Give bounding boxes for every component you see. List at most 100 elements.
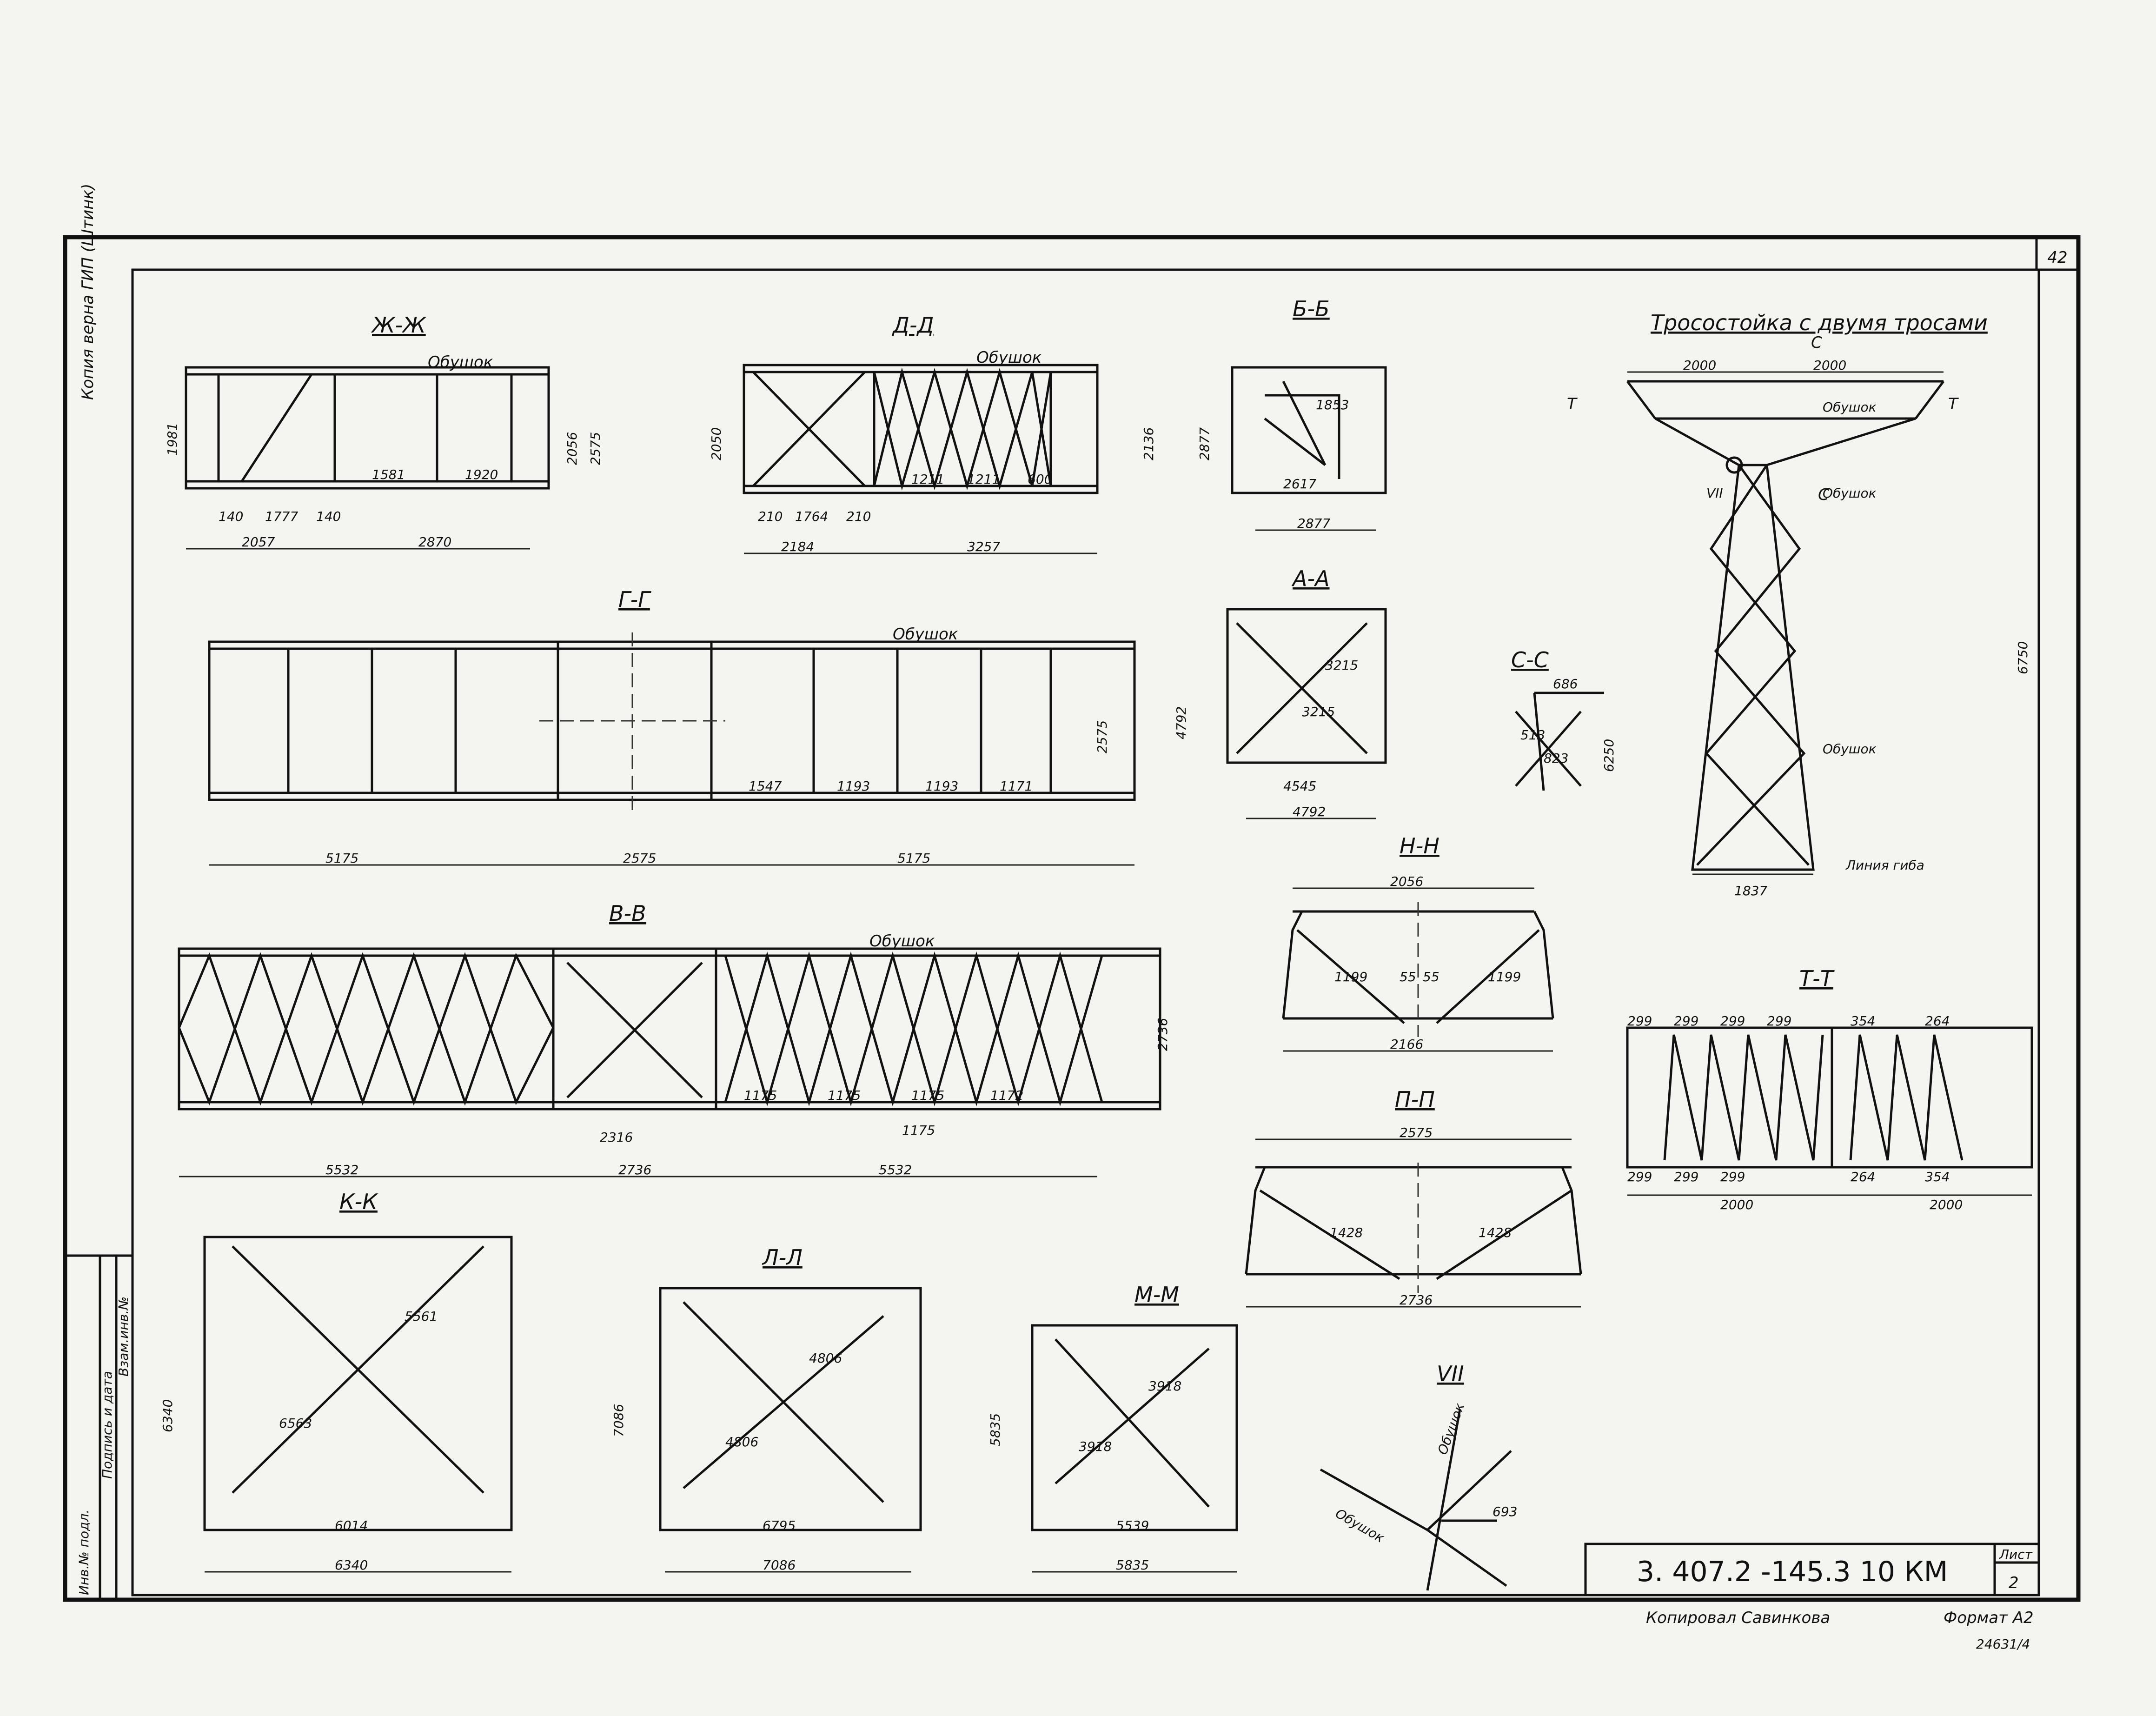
- dimension-text: 5175: [897, 851, 930, 866]
- section-title: Д-Д: [892, 313, 934, 338]
- dimension-text: 2575: [623, 851, 656, 866]
- dimension-text: 299: [1720, 1013, 1745, 1029]
- dimension-text: 5532: [879, 1162, 912, 1177]
- dimension-text: 299: [1767, 1013, 1791, 1029]
- dimension-text: 2056: [564, 432, 580, 465]
- drawing-line: [659, 1287, 922, 1531]
- dimension-text: 6750: [2015, 641, 2030, 674]
- drawing-line: [1426, 1450, 1512, 1531]
- dimension-text: 2575: [588, 432, 603, 465]
- dimension-text: Т: [1948, 395, 1959, 413]
- dimension-text: 55: [1400, 969, 1416, 984]
- dimension-text: 6563: [279, 1416, 312, 1431]
- dimension-text: 4792: [1293, 804, 1326, 819]
- dimension-text: Б-Б: [1293, 296, 1330, 321]
- dimension-text: 354: [1851, 1013, 1875, 1029]
- dimension-text: 1777: [265, 509, 298, 524]
- drawing-line: [1236, 622, 1368, 754]
- dimension-text: 1764: [795, 509, 828, 524]
- drawing-line: [1296, 929, 1405, 1024]
- dimension-text: 7086: [611, 1404, 626, 1437]
- dimension-text: 2870: [418, 534, 451, 550]
- page-number: 42: [2047, 248, 2067, 267]
- drawing-line: [240, 373, 313, 482]
- dimension-text: 1211: [911, 472, 944, 487]
- dimension-text: 299: [1627, 1013, 1652, 1029]
- dimension-text: 55: [1423, 969, 1440, 984]
- dimension-text: 5835: [988, 1413, 1003, 1446]
- label: Обушок: [428, 353, 493, 372]
- drawing-line: [1626, 1026, 2033, 1169]
- drawing-line: [1725, 456, 1743, 474]
- section-m: М-М 5835 5539 3918 3918 5835: [988, 1282, 1238, 1573]
- dimension-text: 1920: [465, 467, 498, 482]
- dimension-text: 823: [1544, 751, 1568, 766]
- dimension-text: 264: [1851, 1169, 1875, 1184]
- dimension-text: 354: [1925, 1169, 1950, 1184]
- dimension-text: 2877: [1197, 427, 1212, 460]
- dimension-text: 693: [1493, 1504, 1517, 1519]
- inventory-number: 24631/4: [1976, 1636, 2030, 1652]
- dimension-text: 1175: [911, 1088, 944, 1103]
- format-label: Формат А2: [1944, 1609, 2034, 1627]
- dimension-text: 2000: [1813, 358, 1846, 373]
- dimension-text: 1837: [1734, 883, 1767, 898]
- dimension-text: 1199: [1488, 969, 1521, 984]
- drawing-line: [683, 1315, 884, 1489]
- dimension-text: С-С: [1511, 647, 1549, 672]
- drawing-line: [208, 640, 1136, 801]
- drawing-line: [1426, 1409, 1461, 1591]
- dimension-text: 2736: [1155, 1018, 1170, 1051]
- dimension-text: К-К: [339, 1189, 378, 1214]
- section-b: Б-Б 2877 2617 1853 2877: [1197, 296, 1387, 531]
- section-d: Д-Д Обушок 2184 3257 210 1764 210 1211 1…: [709, 313, 1156, 554]
- section-l: Л-Л 7086 6795 4806 4806 7086: [611, 1245, 922, 1573]
- dimension-text: 1853: [1316, 397, 1349, 412]
- approval-label-1: Инв.№ подл.: [76, 1510, 92, 1595]
- dimension-text: Обушок: [1435, 1401, 1468, 1457]
- section-c: С-С 686 513 823 6250: [1511, 647, 1617, 791]
- drawing-line: [178, 952, 555, 1106]
- drawing-line: [1561, 1167, 1582, 1275]
- drawing-line: [1245, 1167, 1266, 1275]
- drawing-line: [1264, 418, 1326, 466]
- approval-label-3: Взам.инв.№: [116, 1297, 131, 1377]
- dimension-text: 3918: [1079, 1439, 1112, 1454]
- dimension-text: 4806: [725, 1434, 758, 1450]
- dimension-text: 1175: [902, 1123, 935, 1138]
- dimension-text: 5175: [325, 851, 358, 866]
- section-title: Ж-Ж: [371, 313, 427, 338]
- dimension-text: 5532: [325, 1162, 358, 1177]
- dimension-text: Т-Т: [1799, 966, 1835, 991]
- dimension-text: 299: [1720, 1169, 1745, 1184]
- dimension-text: 6250: [1601, 739, 1617, 772]
- dimension-text: 6795: [763, 1518, 796, 1533]
- dimension-text: Обушок: [869, 932, 935, 951]
- dimension-text: 2184: [781, 539, 814, 554]
- dimension-text: 1175: [744, 1088, 777, 1103]
- drawing-line: [1915, 380, 1944, 419]
- dimension-text: 264: [1925, 1013, 1950, 1029]
- drawing-line: [1231, 366, 1387, 494]
- inner-frame: [131, 268, 2040, 1596]
- outer-frame: [63, 235, 2081, 1602]
- dimension-text: 2575: [1400, 1125, 1433, 1140]
- dimension-text: 6340: [160, 1399, 175, 1432]
- drawing-line: [1705, 464, 1810, 866]
- dimension-text: Обушок: [1823, 399, 1877, 415]
- drawing-line: [1626, 380, 1656, 419]
- drawing-line: [1766, 417, 1916, 466]
- dimension-text: 2736: [618, 1162, 651, 1177]
- title-block: [1584, 1543, 2040, 1596]
- approval-label-2: Подпись и дата: [100, 1371, 115, 1479]
- dimension-text: 5539: [1116, 1518, 1149, 1533]
- title-block-sheet-number: 2: [2009, 1574, 2019, 1592]
- dimension-text: С: [1818, 486, 1829, 504]
- dimension-text: С: [1811, 333, 1822, 352]
- dimension-text: Тросостойка с двумя тросами: [1651, 310, 1988, 335]
- drawing-line: [178, 952, 555, 1106]
- dimension-text: 1172: [990, 1088, 1023, 1103]
- dimension-text: Т: [1567, 395, 1578, 413]
- node-vii: VII Обушок Обушок 693: [1320, 1361, 1517, 1591]
